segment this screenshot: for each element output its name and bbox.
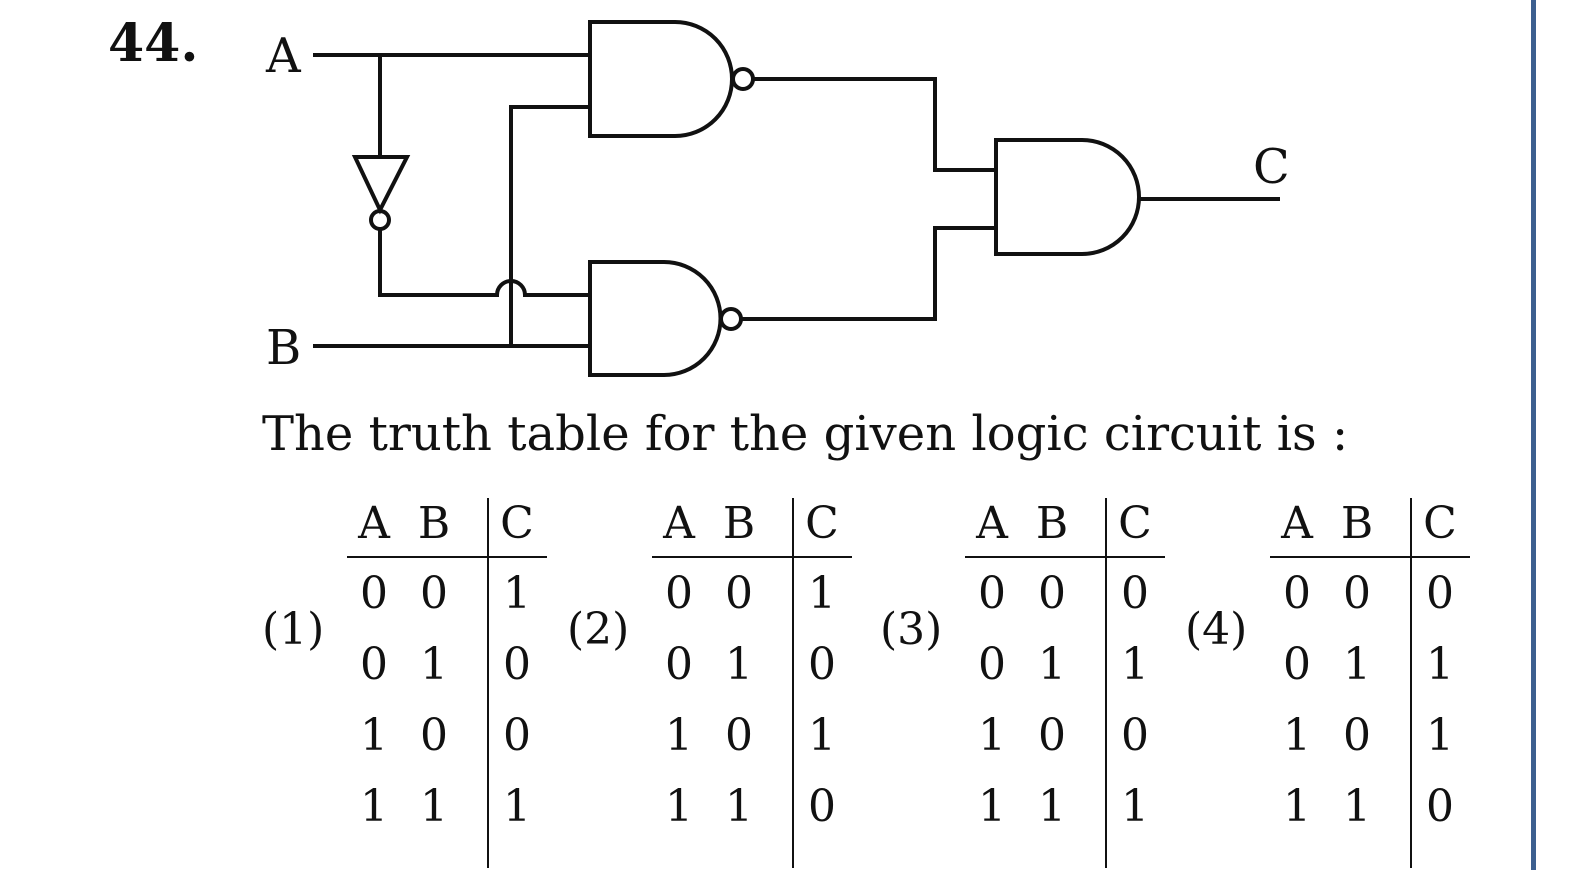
question-text: The truth table for the given logic circ… xyxy=(262,406,1349,462)
header-b: B xyxy=(417,498,451,549)
cell: 1 xyxy=(420,639,448,690)
header-a: A xyxy=(976,498,1008,549)
cell: 0 xyxy=(360,639,388,690)
header-b: B xyxy=(722,498,756,549)
cell: 0 xyxy=(978,639,1006,690)
header-a: A xyxy=(358,498,390,549)
table-column-rule xyxy=(1410,498,1412,868)
header-c: C xyxy=(1118,498,1152,549)
table-header-rule xyxy=(347,556,547,558)
cell: 0 xyxy=(420,568,448,619)
cell: 0 xyxy=(1121,568,1149,619)
option-2[interactable]: (2) A B C 0 0 1 0 1 0 1 0 1 1 1 0 xyxy=(567,490,867,870)
cell: 0 xyxy=(665,568,693,619)
table-header-rule xyxy=(652,556,852,558)
output-label-c: C xyxy=(1253,139,1290,195)
cell: 0 xyxy=(1283,639,1311,690)
cell: 0 xyxy=(725,568,753,619)
cell: 0 xyxy=(1343,710,1371,761)
option-3[interactable]: (3) A B C 0 0 0 0 1 1 1 0 0 1 1 1 xyxy=(880,490,1180,870)
cell: 1 xyxy=(1121,639,1149,690)
cell: 1 xyxy=(360,781,388,832)
cell: 1 xyxy=(1121,781,1149,832)
cell: 0 xyxy=(808,639,836,690)
truth-table: A B C 0 0 1 0 1 0 1 0 0 1 1 1 xyxy=(347,490,547,870)
table-column-rule xyxy=(792,498,794,868)
cell: 0 xyxy=(725,710,753,761)
cell: 1 xyxy=(420,781,448,832)
nand-gate-upper-bubble xyxy=(731,67,755,91)
header-a: A xyxy=(663,498,695,549)
input-label-b: B xyxy=(266,320,301,376)
cell: 0 xyxy=(420,710,448,761)
cell: 1 xyxy=(665,781,693,832)
question-number: 44. xyxy=(108,13,199,74)
truth-table: A B C 0 0 1 0 1 0 1 0 1 1 1 0 xyxy=(652,490,852,870)
table-header-rule xyxy=(1270,556,1470,558)
cell: 1 xyxy=(665,710,693,761)
logic-circuit-diagram: A B C xyxy=(265,20,1290,377)
cell: 1 xyxy=(978,710,1006,761)
cell: 1 xyxy=(1283,781,1311,832)
cell: 0 xyxy=(978,568,1006,619)
cell: 0 xyxy=(808,781,836,832)
header-c: C xyxy=(1423,498,1457,549)
cell: 1 xyxy=(808,568,836,619)
not-gate xyxy=(351,155,411,215)
cell: 1 xyxy=(725,781,753,832)
truth-table: A B C 0 0 0 0 1 1 1 0 0 1 1 1 xyxy=(965,490,1165,870)
cell: 0 xyxy=(503,639,531,690)
option-label: (2) xyxy=(567,604,630,655)
cell: 1 xyxy=(360,710,388,761)
header-a: A xyxy=(1281,498,1313,549)
page-border-rule xyxy=(1531,0,1536,870)
cell: 1 xyxy=(1283,710,1311,761)
nand-gate-lower-bubble xyxy=(719,307,743,331)
table-column-rule xyxy=(487,498,489,868)
cell: 1 xyxy=(503,568,531,619)
option-1[interactable]: (1) A B C 0 0 1 0 1 0 1 0 0 1 1 1 xyxy=(262,490,562,870)
cell: 0 xyxy=(665,639,693,690)
wire-b-to-upper-nand xyxy=(509,105,590,346)
cell: 0 xyxy=(1038,568,1066,619)
cell: 0 xyxy=(1426,568,1454,619)
header-c: C xyxy=(500,498,534,549)
cell: 1 xyxy=(503,781,531,832)
cell: 0 xyxy=(503,710,531,761)
input-label-a: A xyxy=(265,28,302,84)
header-b: B xyxy=(1340,498,1374,549)
cell: 0 xyxy=(1038,710,1066,761)
cell: 1 xyxy=(1426,710,1454,761)
cell: 1 xyxy=(1343,639,1371,690)
cell: 0 xyxy=(360,568,388,619)
table-header-rule xyxy=(965,556,1165,558)
header-c: C xyxy=(805,498,839,549)
cell: 1 xyxy=(725,639,753,690)
cell: 0 xyxy=(1426,781,1454,832)
option-label: (1) xyxy=(262,604,325,655)
option-label: (4) xyxy=(1185,604,1248,655)
header-b: B xyxy=(1035,498,1069,549)
cell: 1 xyxy=(1038,639,1066,690)
table-column-rule xyxy=(1105,498,1107,868)
cell: 1 xyxy=(1426,639,1454,690)
wire-lower-nand-to-and xyxy=(741,226,996,321)
option-4[interactable]: (4) A B C 0 0 0 0 1 1 1 0 1 1 1 0 xyxy=(1185,490,1485,870)
and-gate xyxy=(994,138,1141,256)
cell: 0 xyxy=(1283,568,1311,619)
cell: 1 xyxy=(978,781,1006,832)
cell: 0 xyxy=(1121,710,1149,761)
nand-gate-lower xyxy=(588,260,723,377)
option-label: (3) xyxy=(880,604,943,655)
cell: 1 xyxy=(1038,781,1066,832)
wire-upper-nand-to-and xyxy=(753,77,996,172)
truth-table: A B C 0 0 0 0 1 1 1 0 1 1 1 0 xyxy=(1270,490,1470,870)
cell: 1 xyxy=(1343,781,1371,832)
cell: 0 xyxy=(1343,568,1371,619)
wire-not-a-to-lower-nand xyxy=(378,229,590,297)
cell: 1 xyxy=(808,710,836,761)
nand-gate-upper xyxy=(588,20,734,138)
